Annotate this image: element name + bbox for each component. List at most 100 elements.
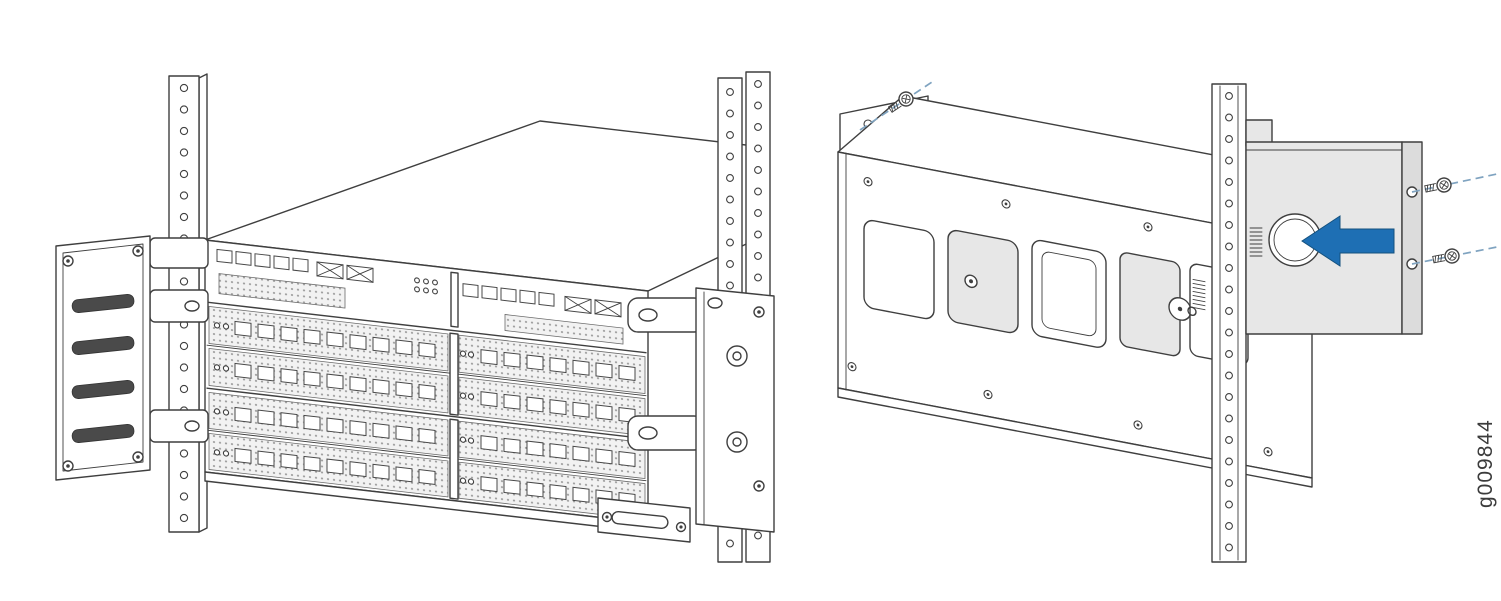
- rear-screw-hole-center: [866, 180, 870, 184]
- rack-hole: [726, 281, 734, 290]
- screw-leader-line: [859, 81, 933, 131]
- rack-hole: [1225, 307, 1233, 315]
- cable-slot: [71, 423, 135, 444]
- network-port: [503, 478, 521, 495]
- network-port: [372, 422, 390, 439]
- grille-line: [1192, 302, 1206, 307]
- network-port: [462, 283, 479, 298]
- rack-hole: [754, 101, 762, 110]
- grille-line: [1192, 286, 1206, 291]
- network-port: [280, 368, 298, 385]
- cable-slot: [71, 293, 135, 314]
- rack-hole: [754, 123, 762, 131]
- card-led: [222, 409, 230, 416]
- network-port: [549, 357, 567, 374]
- arm-slot: [638, 308, 658, 322]
- network-port: [292, 257, 309, 273]
- rack-hole: [1225, 285, 1233, 294]
- figure-id-label: g009844: [1474, 419, 1497, 508]
- rack-hole: [179, 148, 189, 157]
- network-port: [572, 401, 590, 418]
- network-port: [349, 461, 367, 478]
- module-divider: [206, 387, 647, 440]
- network-port: [303, 455, 321, 472]
- rack-hole: [754, 531, 762, 540]
- rack-hole: [1225, 92, 1233, 100]
- network-port: [503, 437, 521, 454]
- front-panel-modules: [206, 248, 647, 521]
- panel-divider: [450, 271, 459, 328]
- knob-center: [1177, 306, 1183, 312]
- module-divider: [206, 344, 647, 397]
- network-port: [519, 289, 536, 305]
- rack-hole: [1225, 221, 1233, 229]
- rack-hole: [726, 152, 734, 161]
- network-port: [572, 359, 590, 376]
- network-port: [257, 365, 275, 382]
- network-port: [595, 362, 613, 379]
- rack-hole: [754, 166, 762, 174]
- perforated-faceplate: [218, 273, 346, 309]
- bracket-screws: [62, 245, 144, 472]
- cable-slot: [71, 379, 135, 400]
- front-rack-illustration: [55, 71, 775, 563]
- network-port: [273, 255, 290, 271]
- rack-hole: [179, 212, 189, 222]
- card-led: [213, 449, 221, 456]
- rack-hole: [1225, 199, 1233, 208]
- rack-hole: [179, 126, 189, 136]
- network-port: [280, 412, 298, 429]
- card-led: [459, 392, 467, 399]
- rack-hole: [179, 363, 189, 372]
- hinge-slot: [184, 300, 200, 312]
- network-port: [257, 450, 275, 467]
- cable-slot: [71, 335, 135, 356]
- network-port: [595, 404, 613, 421]
- bracket-inner-border: [62, 243, 144, 472]
- card-led: [459, 477, 467, 484]
- screw-center: [757, 310, 761, 314]
- network-port: [549, 399, 567, 416]
- network-port: [303, 328, 321, 345]
- bracket-plate: [55, 235, 151, 481]
- network-port: [395, 425, 413, 442]
- chassis-base-flange: [837, 387, 1313, 488]
- network-port: [326, 373, 344, 390]
- module-divider: [206, 301, 647, 354]
- ejector-lever: [449, 332, 459, 416]
- network-port: [418, 469, 436, 486]
- mounting-screw-icon: [1431, 247, 1461, 268]
- network-port: [395, 381, 413, 398]
- rack-hole: [179, 105, 189, 114]
- rack-hole: [179, 492, 189, 501]
- grille-line: [1192, 282, 1206, 287]
- network-port: [500, 287, 517, 303]
- rack-hole: [726, 539, 734, 548]
- rack-hole: [726, 131, 734, 139]
- network-port: [395, 339, 413, 356]
- rack-hole: [1225, 156, 1233, 165]
- rail-front-face: [1211, 83, 1247, 563]
- mounting-screw-icon: [1423, 175, 1454, 197]
- rack-hole: [1225, 500, 1233, 509]
- rack-hole: [726, 109, 734, 118]
- grille-line: [1192, 294, 1206, 299]
- rack-hole: [1225, 457, 1233, 466]
- network-port-rows: [216, 248, 636, 509]
- rack-hole: [726, 217, 734, 225]
- grille-line: [1192, 298, 1206, 303]
- arm-slot: [638, 426, 658, 440]
- rail-hole-column: [1225, 92, 1233, 552]
- network-port: [480, 349, 498, 366]
- rack-hole: [726, 88, 734, 96]
- network-port: [349, 376, 367, 393]
- network-port: [372, 378, 390, 395]
- cable-management-bracket-left: [55, 235, 209, 481]
- network-port: [618, 451, 636, 468]
- card-led: [213, 322, 221, 329]
- rack-hole: [1225, 242, 1233, 251]
- network-port: [326, 458, 344, 475]
- network-port: [280, 326, 298, 343]
- network-port: [418, 384, 436, 401]
